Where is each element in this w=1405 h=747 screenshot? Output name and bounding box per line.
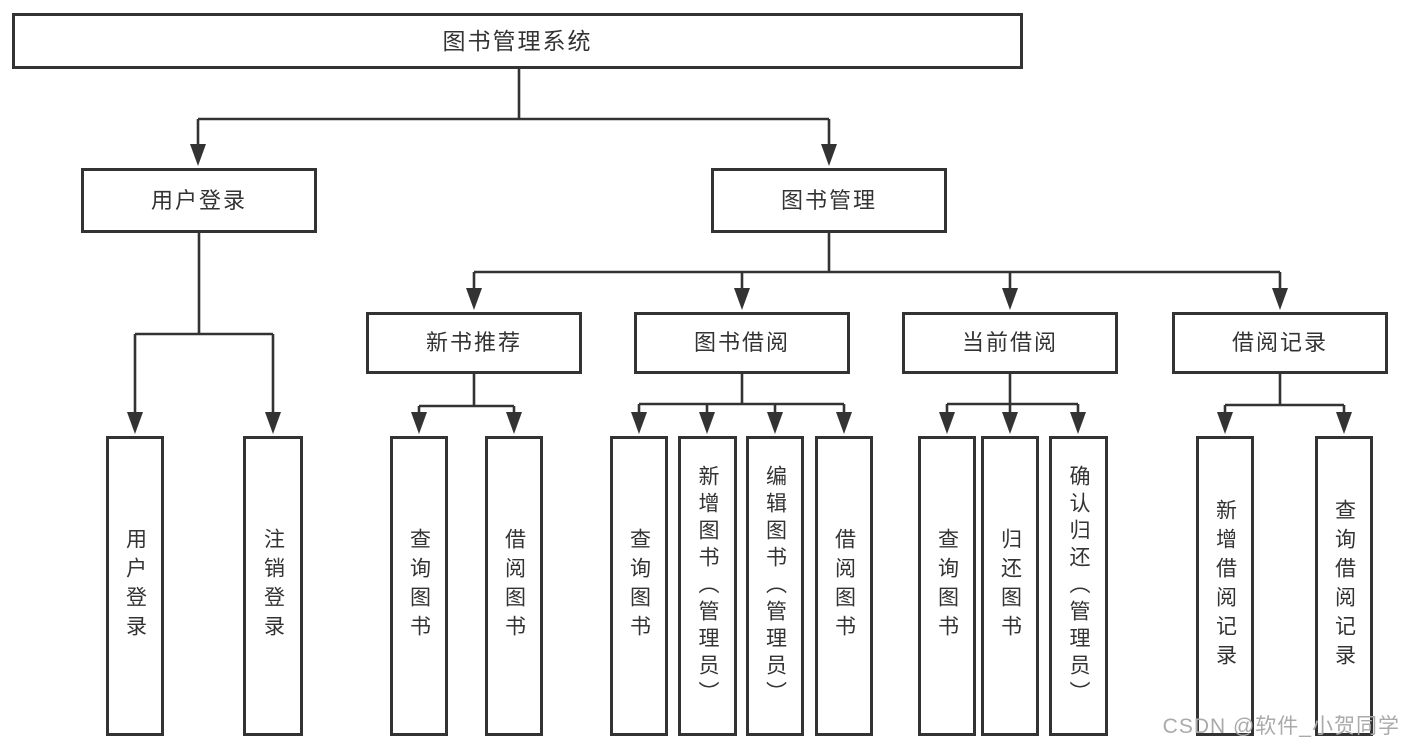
- node-edit-book-admin: 编辑图书（管理员）: [746, 436, 804, 736]
- node-label: 借阅图书: [832, 528, 856, 644]
- node-query-book-current: 查询图书: [918, 436, 976, 736]
- node-user-login: 用户登录: [81, 168, 317, 233]
- node-label: 新增借阅记录: [1213, 499, 1237, 673]
- node-label: 查询图书: [935, 528, 959, 644]
- node-borrow-book: 借阅图书: [815, 436, 873, 736]
- node-return-book: 归还图书: [981, 436, 1039, 736]
- node-label: 查询图书: [627, 528, 651, 644]
- node-label: 查询图书: [407, 528, 431, 644]
- node-new-book-rec: 新书推荐: [366, 312, 582, 374]
- node-label: 用户登录: [123, 528, 147, 644]
- watermark: CSDN @软件_小贺同学: [1162, 715, 1400, 738]
- node-label: 归还图书: [998, 528, 1022, 644]
- node-query-book-borrow: 查询图书: [610, 436, 668, 736]
- node-label: 当前借阅: [961, 330, 1058, 355]
- node-label: 用户登录: [150, 187, 247, 213]
- node-add-borrow-record: 新增借阅记录: [1196, 436, 1254, 736]
- node-borrow-record: 借阅记录: [1172, 312, 1388, 374]
- node-borrow-book-rec: 借阅图书: [485, 436, 543, 736]
- node-root: 图书管理系统: [12, 13, 1023, 69]
- node-book-mgmt: 图书管理: [711, 168, 947, 233]
- node-book-borrow: 图书借阅: [634, 312, 850, 374]
- node-label: 新书推荐: [425, 330, 522, 355]
- node-query-borrow-record: 查询借阅记录: [1315, 436, 1373, 736]
- node-label: 图书借阅: [693, 330, 790, 355]
- node-login: 用户登录: [106, 436, 164, 736]
- node-label: 图书管理系统: [442, 27, 593, 54]
- node-label: 借阅记录: [1231, 330, 1328, 355]
- node-label: 确认归还（管理员）: [1067, 464, 1090, 708]
- node-label: 编辑图书（管理员）: [763, 464, 787, 708]
- node-query-book-rec: 查询图书: [390, 436, 448, 736]
- node-current-borrow: 当前借阅: [902, 312, 1118, 374]
- node-label: 查询借阅记录: [1332, 499, 1356, 673]
- node-label: 图书管理: [780, 187, 877, 213]
- node-label: 注销登录: [261, 528, 285, 644]
- node-label: 借阅图书: [502, 528, 526, 644]
- node-add-book-admin: 新增图书（管理员）: [678, 436, 737, 736]
- node-confirm-return-admin: 确认归还（管理员）: [1049, 436, 1108, 736]
- node-label: 新增图书（管理员）: [696, 464, 719, 708]
- node-logout: 注销登录: [243, 436, 303, 736]
